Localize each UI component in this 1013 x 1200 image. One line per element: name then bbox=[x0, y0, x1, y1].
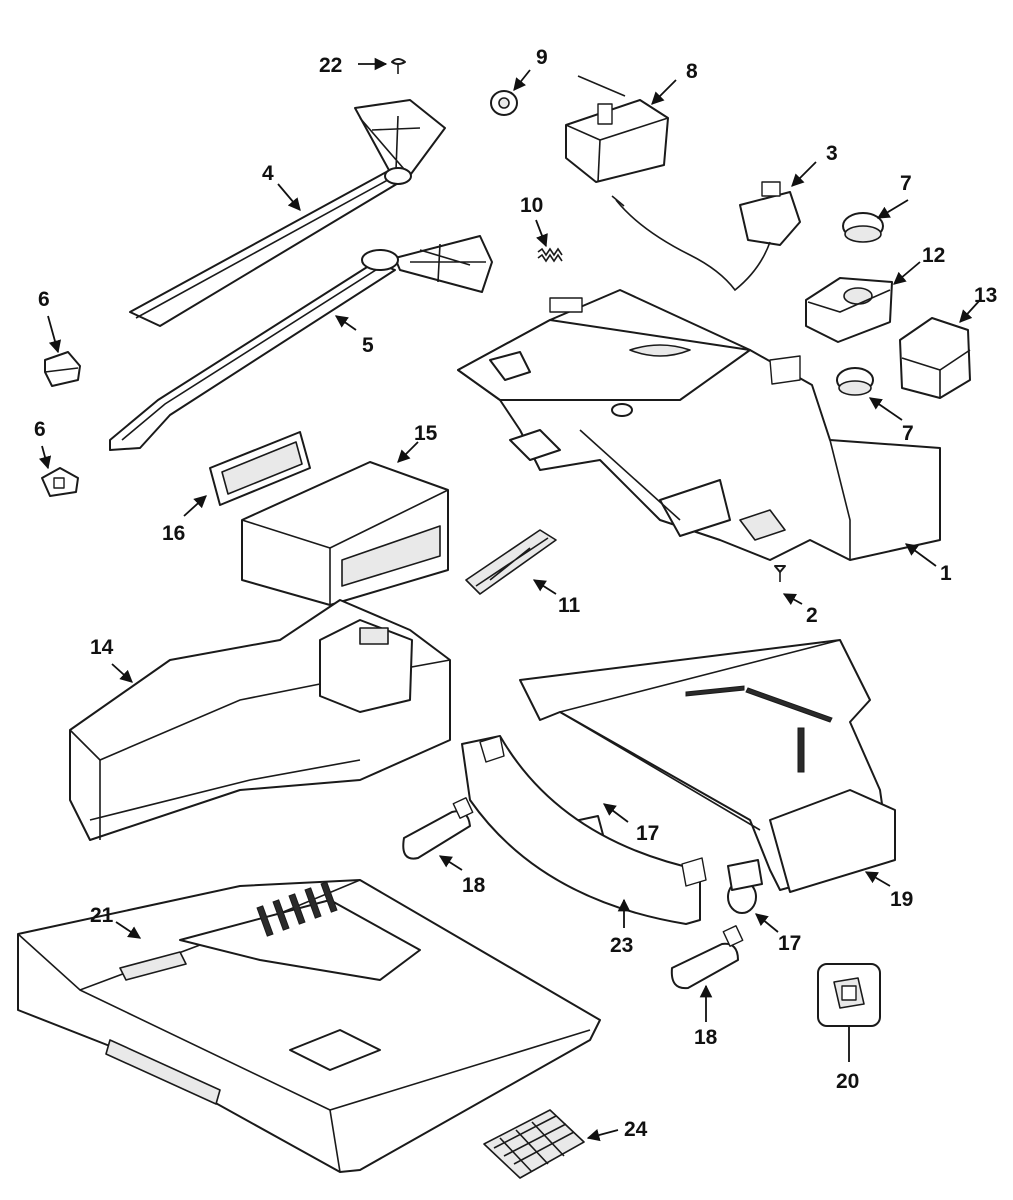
part-7-knob-lower bbox=[836, 367, 874, 396]
part-7-knob-top bbox=[842, 212, 884, 243]
callout-18: 18 bbox=[462, 874, 486, 897]
part-2-screw bbox=[774, 565, 786, 582]
part-3-thermostat bbox=[611, 181, 801, 292]
callout-7: 7 bbox=[900, 172, 912, 195]
part-22-pin bbox=[391, 58, 406, 74]
callout-24: 24 bbox=[624, 1118, 648, 1141]
part-6-clip-upper bbox=[44, 351, 81, 387]
callout-4: 4 bbox=[262, 162, 274, 185]
part-14-chute bbox=[69, 599, 451, 841]
callout-16: 16 bbox=[162, 522, 185, 545]
part-12-housing bbox=[805, 277, 893, 343]
callout-3: 3 bbox=[826, 142, 838, 165]
part-8-switch-box bbox=[565, 75, 669, 183]
part-4-arm bbox=[129, 99, 446, 327]
part-10-spring bbox=[537, 247, 563, 263]
callout-14: 14 bbox=[90, 636, 114, 659]
leader-lines bbox=[38, 57, 981, 1142]
part-13-motor bbox=[899, 317, 971, 399]
part-9-ring bbox=[490, 90, 518, 116]
part-21-drip-tray bbox=[17, 879, 601, 1173]
callout-19: 19 bbox=[890, 888, 913, 911]
callout-9: 9 bbox=[536, 46, 548, 69]
callout-7: 7 bbox=[902, 422, 914, 445]
callout-10: 10 bbox=[520, 194, 543, 217]
part-11-grille bbox=[465, 529, 557, 595]
callout-5: 5 bbox=[362, 334, 374, 357]
callout-22: 22 bbox=[319, 54, 342, 77]
callout-21: 21 bbox=[90, 904, 114, 927]
part-15-duct bbox=[241, 461, 449, 606]
part-18-bulb-lower bbox=[670, 925, 744, 990]
callout-labels: 22 9 8 4 10 3 7 12 13 6 5 7 6 15 16 1 2 … bbox=[34, 46, 997, 1141]
part-5-arm bbox=[109, 235, 493, 451]
callout-17: 17 bbox=[778, 932, 801, 955]
callout-11: 11 bbox=[558, 594, 581, 617]
callout-2: 2 bbox=[806, 604, 818, 627]
part-19-tray-frame bbox=[519, 639, 896, 893]
part-16-frame bbox=[209, 431, 311, 506]
callout-17: 17 bbox=[636, 822, 659, 845]
callout-18: 18 bbox=[694, 1026, 718, 1049]
callout-15: 15 bbox=[414, 422, 438, 445]
callout-23: 23 bbox=[610, 934, 633, 957]
callout-6: 6 bbox=[34, 418, 46, 441]
part-23-bracket bbox=[461, 735, 707, 925]
callout-1: 1 bbox=[940, 562, 952, 585]
callout-13: 13 bbox=[974, 284, 997, 307]
part-24-grid bbox=[483, 1109, 585, 1179]
callout-12: 12 bbox=[922, 244, 945, 267]
callout-20: 20 bbox=[836, 1070, 859, 1093]
part-6-clip-lower bbox=[41, 467, 79, 497]
callout-8: 8 bbox=[686, 60, 698, 83]
callout-6: 6 bbox=[38, 288, 50, 311]
part-18-bulb-upper bbox=[402, 797, 474, 860]
part-1-main-housing bbox=[457, 289, 941, 561]
part-20-button bbox=[817, 963, 881, 1027]
part-17-socket-lower bbox=[727, 859, 763, 914]
